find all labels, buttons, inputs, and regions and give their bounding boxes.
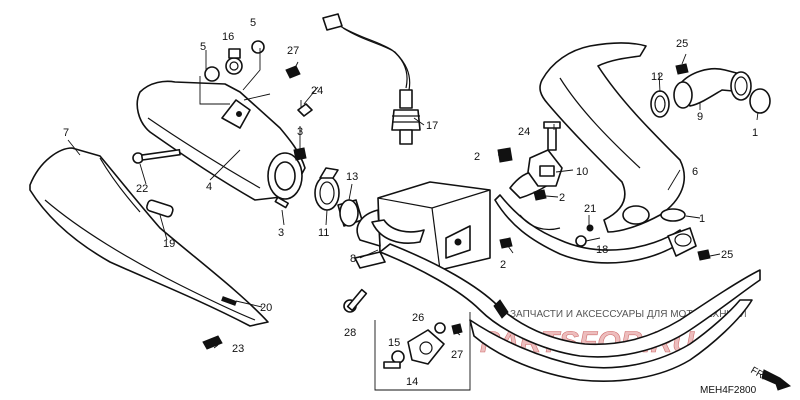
- callout-17: 17: [426, 120, 438, 132]
- callout-24-right: 24: [518, 126, 530, 138]
- leader-lines: [67, 48, 759, 391]
- callout-11: 11: [318, 227, 329, 239]
- callout-2-c: 2: [500, 259, 506, 271]
- exhaust-pipes: [379, 170, 761, 382]
- muffler: [354, 181, 491, 271]
- callout-2-b: 2: [559, 192, 565, 204]
- callout-25-bottom: 25: [721, 249, 733, 261]
- callout-8: 8: [350, 253, 356, 265]
- exhaust-joint: [650, 63, 771, 118]
- callout-10: 10: [576, 166, 588, 178]
- callout-27-top: 27: [287, 45, 299, 57]
- bolt-28: [343, 288, 368, 313]
- callout-4: 4: [206, 181, 212, 193]
- callout-3-top: 3: [297, 126, 303, 138]
- callout-18: 18: [596, 244, 608, 256]
- callout-2-d: 2: [297, 149, 303, 161]
- callout-19: 19: [163, 238, 175, 250]
- watermark-tagline: ЗАПЧАСТИ И АКСЕССУАРЫ ДЛЯ МОТОТЕХНИКИ: [510, 309, 747, 320]
- callout-5-right: 5: [250, 17, 256, 29]
- callout-16: 16: [222, 31, 234, 43]
- callout-14: 14: [406, 376, 418, 388]
- callout-1-rear: 1: [752, 127, 758, 139]
- callout-3-bottom: 3: [278, 227, 284, 239]
- callout-9: 9: [697, 111, 703, 123]
- oxygen-sensor: [322, 13, 421, 145]
- callout-27-bottom: 27: [451, 349, 463, 361]
- callout-28: 28: [344, 327, 356, 339]
- mounting-bracket: [497, 121, 594, 249]
- callout-15: 15: [388, 337, 400, 349]
- grommet: [146, 199, 174, 218]
- callout-labels: 1 1 2 2 2 2 3 3 4 5 5 6 7 8 9 10 11 12 1…: [63, 17, 758, 388]
- callout-5-left: 5: [200, 41, 206, 53]
- callout-26: 26: [412, 312, 424, 324]
- bracket-assembly: [383, 322, 463, 369]
- callout-23: 23: [232, 343, 244, 355]
- fasteners-top: [132, 40, 313, 164]
- callout-20: 20: [260, 302, 272, 314]
- muffler-protector: [136, 80, 306, 209]
- callout-24-left: 24: [311, 85, 323, 97]
- callout-25-top: 25: [676, 38, 688, 50]
- direction-label: FR.: [749, 365, 768, 383]
- callout-21: 21: [584, 203, 596, 215]
- front-flange: [660, 208, 711, 261]
- callout-2-a: 2: [474, 151, 480, 163]
- diagram-code: MEH4F2800: [700, 385, 757, 396]
- callout-13: 13: [346, 171, 358, 183]
- callout-6: 6: [692, 166, 698, 178]
- callout-1-front: 1: [699, 213, 705, 225]
- callout-12: 12: [651, 71, 663, 83]
- callout-7: 7: [63, 127, 69, 139]
- heat-shield: [29, 147, 269, 350]
- callout-22: 22: [136, 183, 148, 195]
- exhaust-cover: [539, 42, 685, 233]
